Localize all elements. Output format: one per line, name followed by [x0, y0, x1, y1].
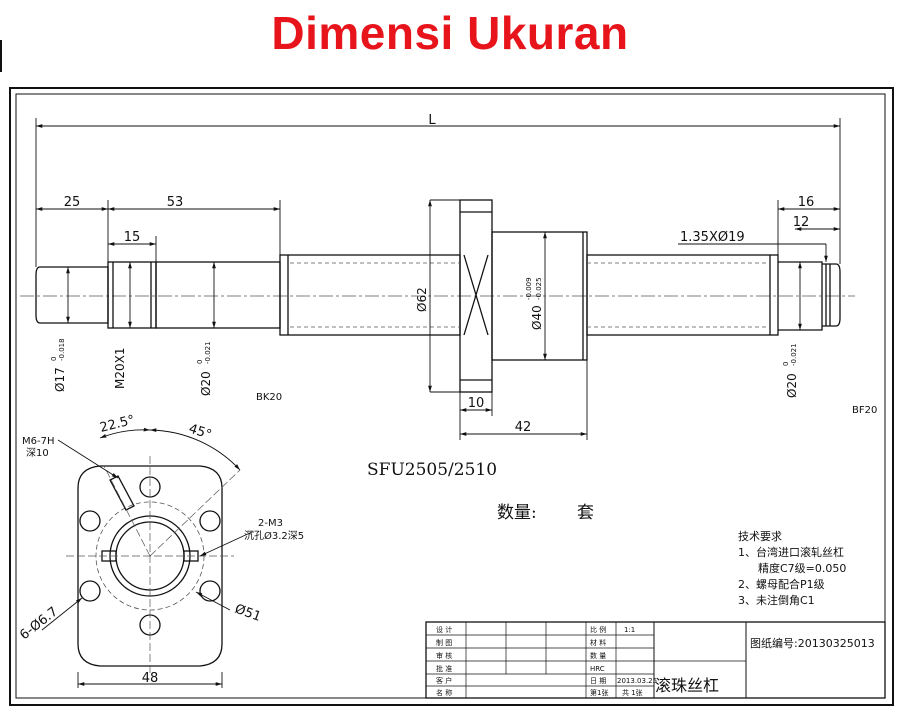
tb-scale-label: 比 例 — [590, 625, 606, 634]
flange-bolt-hole — [199, 580, 221, 602]
tb-hrc: HRC — [590, 665, 605, 673]
dim-d20-left-tol-upper: 0 — [196, 360, 204, 364]
model-label: SFU2505/2510 — [367, 460, 497, 480]
dim-d40-group: Ø40 -0.009 -0.025 — [525, 277, 544, 330]
tb-part-name: 滚珠丝杠 — [655, 676, 719, 695]
tb-material-label: 材 料 — [590, 638, 606, 647]
dim-15-label: 15 — [124, 230, 141, 245]
dim-d40-tol-upper: -0.009 — [525, 277, 533, 300]
flange-holes-2m3: 2-M3 — [258, 518, 283, 529]
flange-m6-hole — [109, 475, 135, 511]
page-title: Dimensi Ukuran — [271, 7, 629, 59]
dim-d20-right-group: Ø20 0 -0.021 — [782, 343, 799, 398]
tb-date-value: 2013.03.25 — [617, 677, 657, 685]
tb-row-customer: 客 户 — [436, 676, 452, 685]
tech-req-title: 技术要求 — [738, 530, 782, 543]
dim-42-label: 42 — [515, 420, 532, 435]
tech-req-line1: 1、台湾进口滚轧丝杠 — [738, 545, 844, 559]
flange-bolt-hole — [199, 510, 221, 532]
dimension-lines — [35, 118, 841, 440]
thread-end-label: 1.35XØ19 — [680, 230, 745, 245]
flange-width: 48 — [142, 671, 159, 686]
flange-angle-large: 45° — [187, 422, 214, 443]
tb-scale-value: 1:1 — [624, 626, 635, 634]
flange-bolt-hole — [79, 510, 101, 532]
shaft-outline — [35, 199, 841, 393]
bk20-label: BK20 — [256, 392, 282, 403]
tb-row-draw: 制 图 — [436, 638, 452, 647]
flange-holes-6: 6-Ø6.7 — [17, 604, 61, 643]
flange-thread-depth: 深10 — [26, 447, 49, 459]
tech-req-line3: 2、螺母配合P1级 — [738, 577, 825, 591]
dim-16-label: 16 — [798, 195, 815, 210]
dim-d20-right-tol-lower: -0.021 — [790, 343, 798, 366]
dim-d62-label: Ø62 — [415, 287, 429, 312]
dim-d17-group: Ø17 0 -0.018 — [50, 338, 67, 392]
dim-d20-right-label: Ø20 — [785, 373, 799, 398]
tb-row-approve: 批 准 — [436, 664, 452, 673]
tb-row-check: 审 核 — [436, 651, 452, 660]
drawing-frame — [9, 87, 894, 706]
dim-d20-left-tol-lower: -0.021 — [204, 341, 212, 364]
drawing-inner-frame — [15, 93, 886, 699]
dim-d17-label: Ø17 — [53, 367, 67, 392]
dim-d17-tol-upper: 0 — [50, 357, 58, 361]
tech-req-line2: 精度C7级=0.050 — [758, 561, 846, 575]
flange-centerlines — [66, 456, 241, 676]
dim-length-label: L — [428, 113, 436, 128]
flange-dimensions — [41, 427, 253, 688]
tb-quantity-label: 数 量 — [590, 651, 606, 660]
dim-d40-tol-lower: -0.025 — [535, 277, 543, 300]
tb-date-label: 日 期 — [590, 677, 606, 685]
tb-drawing-no: 图纸编号:20130325013 — [750, 636, 875, 650]
tb-total: 共 1张 — [622, 688, 643, 697]
quantity-unit: 套 — [577, 503, 594, 523]
dim-d20-right-tol-upper: 0 — [782, 362, 790, 366]
tb-row-design: 设 计 — [436, 625, 452, 634]
dim-25-label: 25 — [64, 195, 81, 210]
dim-53-label: 53 — [167, 195, 184, 210]
dim-m20-group: M20X1 — [113, 348, 127, 389]
tb-row-name: 名 称 — [436, 688, 452, 697]
dim-d62-group: Ø62 — [415, 287, 429, 312]
quantity-label: 数量: — [497, 503, 537, 523]
dim-m20-label: M20X1 — [113, 348, 127, 389]
dim-d20-left-group: Ø20 0 -0.021 — [196, 341, 213, 396]
dim-d40-label: Ø40 — [530, 305, 544, 330]
title-block — [425, 621, 886, 699]
tech-req-line4: 3、未注倒角C1 — [738, 593, 815, 607]
flange-thread-hole: M6-7H — [22, 436, 54, 447]
dim-10-label: 10 — [468, 396, 485, 411]
flange-pcd: Ø51 — [233, 602, 263, 625]
tb-sheet: 第1张 — [590, 688, 608, 697]
dim-d17-tol-lower: -0.018 — [58, 338, 66, 361]
flange-bolt-hole — [79, 580, 101, 602]
title-block-rows: 设 计 制 图 审 核 批 准 客 户 名 称 — [436, 625, 452, 697]
dim-d20-left-label: Ø20 — [199, 371, 213, 396]
flange-counterbore: 沉孔Ø3.2深5 — [244, 529, 304, 542]
bf20-label: BF20 — [852, 405, 877, 416]
dim-12-label: 12 — [793, 215, 810, 230]
